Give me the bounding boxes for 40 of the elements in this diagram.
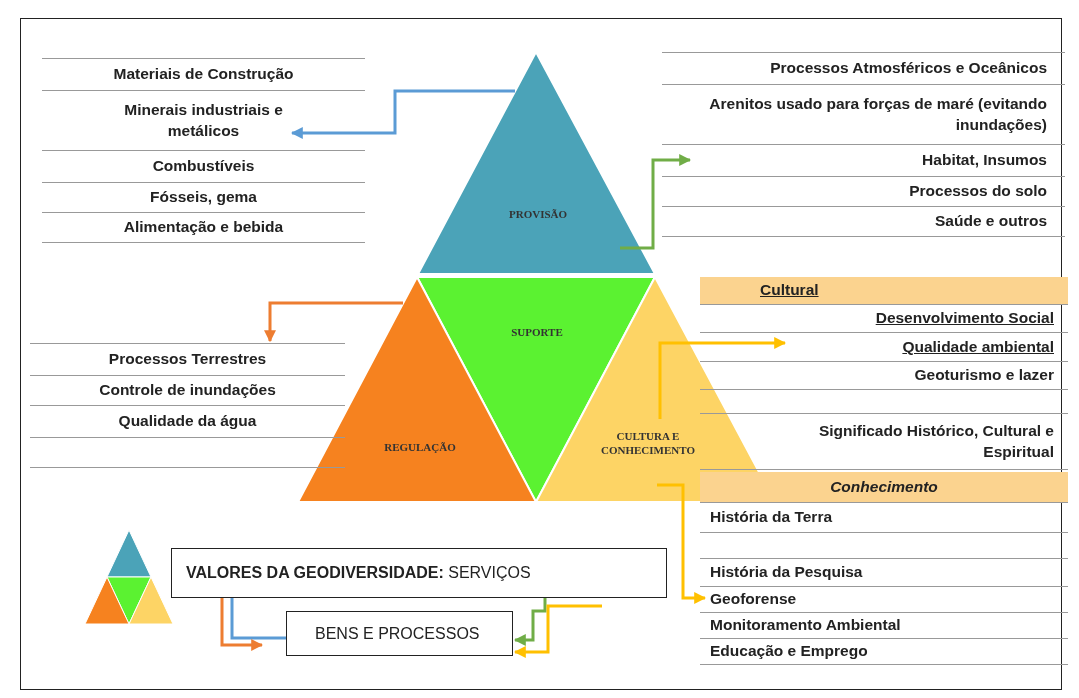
segment-label: SUPORTE: [510, 325, 564, 340]
list-item: Minerais industriais e metálicos: [123, 100, 284, 141]
heading-band: [700, 472, 1068, 503]
list-item: Fósseis, gema: [150, 187, 257, 208]
segment-label: PROVISÃO: [507, 207, 569, 222]
arrow: [658, 337, 787, 419]
list-item: Qualidade ambiental: [902, 336, 1054, 357]
arrow: [264, 301, 403, 343]
arrow: [290, 89, 515, 139]
heading-band: [700, 277, 1068, 305]
list-item: Controle de inundações: [99, 380, 276, 401]
section-heading: Cultural: [760, 280, 819, 301]
list-item: Alimentação e bebida: [123, 217, 284, 238]
list-item: Significado Histórico, Cultural e Espiritual: [817, 421, 1054, 462]
list-item: Processos do solo: [909, 181, 1047, 202]
list-item: Geoforense: [710, 589, 797, 610]
section-heading: Conhecimento: [830, 476, 938, 497]
list-item: Saúde e outros: [935, 211, 1047, 232]
list-item: História da Pesquisa: [710, 562, 863, 583]
list-item: Monitoramento Ambiental: [710, 615, 901, 636]
arrow: [620, 154, 692, 250]
list-item: Combustíveis: [152, 156, 255, 177]
list-item: Materiais de Construção: [113, 64, 294, 85]
list-item: Habitat, Insumos: [922, 150, 1047, 171]
list-item: Arenitos usado para forças de maré (evitando inundações): [708, 94, 1047, 135]
arrow: [513, 604, 602, 658]
segment-label: REGULAÇÃO: [383, 440, 457, 455]
list-item: Geoturismo e lazer: [914, 365, 1054, 386]
arrow: [220, 598, 264, 651]
arrow: [657, 483, 707, 604]
list-item: História da Terra: [710, 507, 833, 528]
text-box: VALORES DA GEODIVERSIDADE: SERVIÇOS: [171, 548, 667, 598]
list-item: Educação e Emprego: [710, 641, 868, 662]
segment-label: CULTURA E CONHECIMENTO: [600, 429, 696, 458]
list-item: Processos Atmosféricos e Oceânicos: [770, 58, 1047, 79]
arrow: [513, 598, 547, 646]
list-item: Processos Terrestres: [108, 349, 267, 370]
text-box: BENS E PROCESSOS: [286, 611, 513, 656]
list-item: Qualidade da água: [118, 411, 257, 432]
list-item: Desenvolvimento Social: [875, 308, 1054, 329]
